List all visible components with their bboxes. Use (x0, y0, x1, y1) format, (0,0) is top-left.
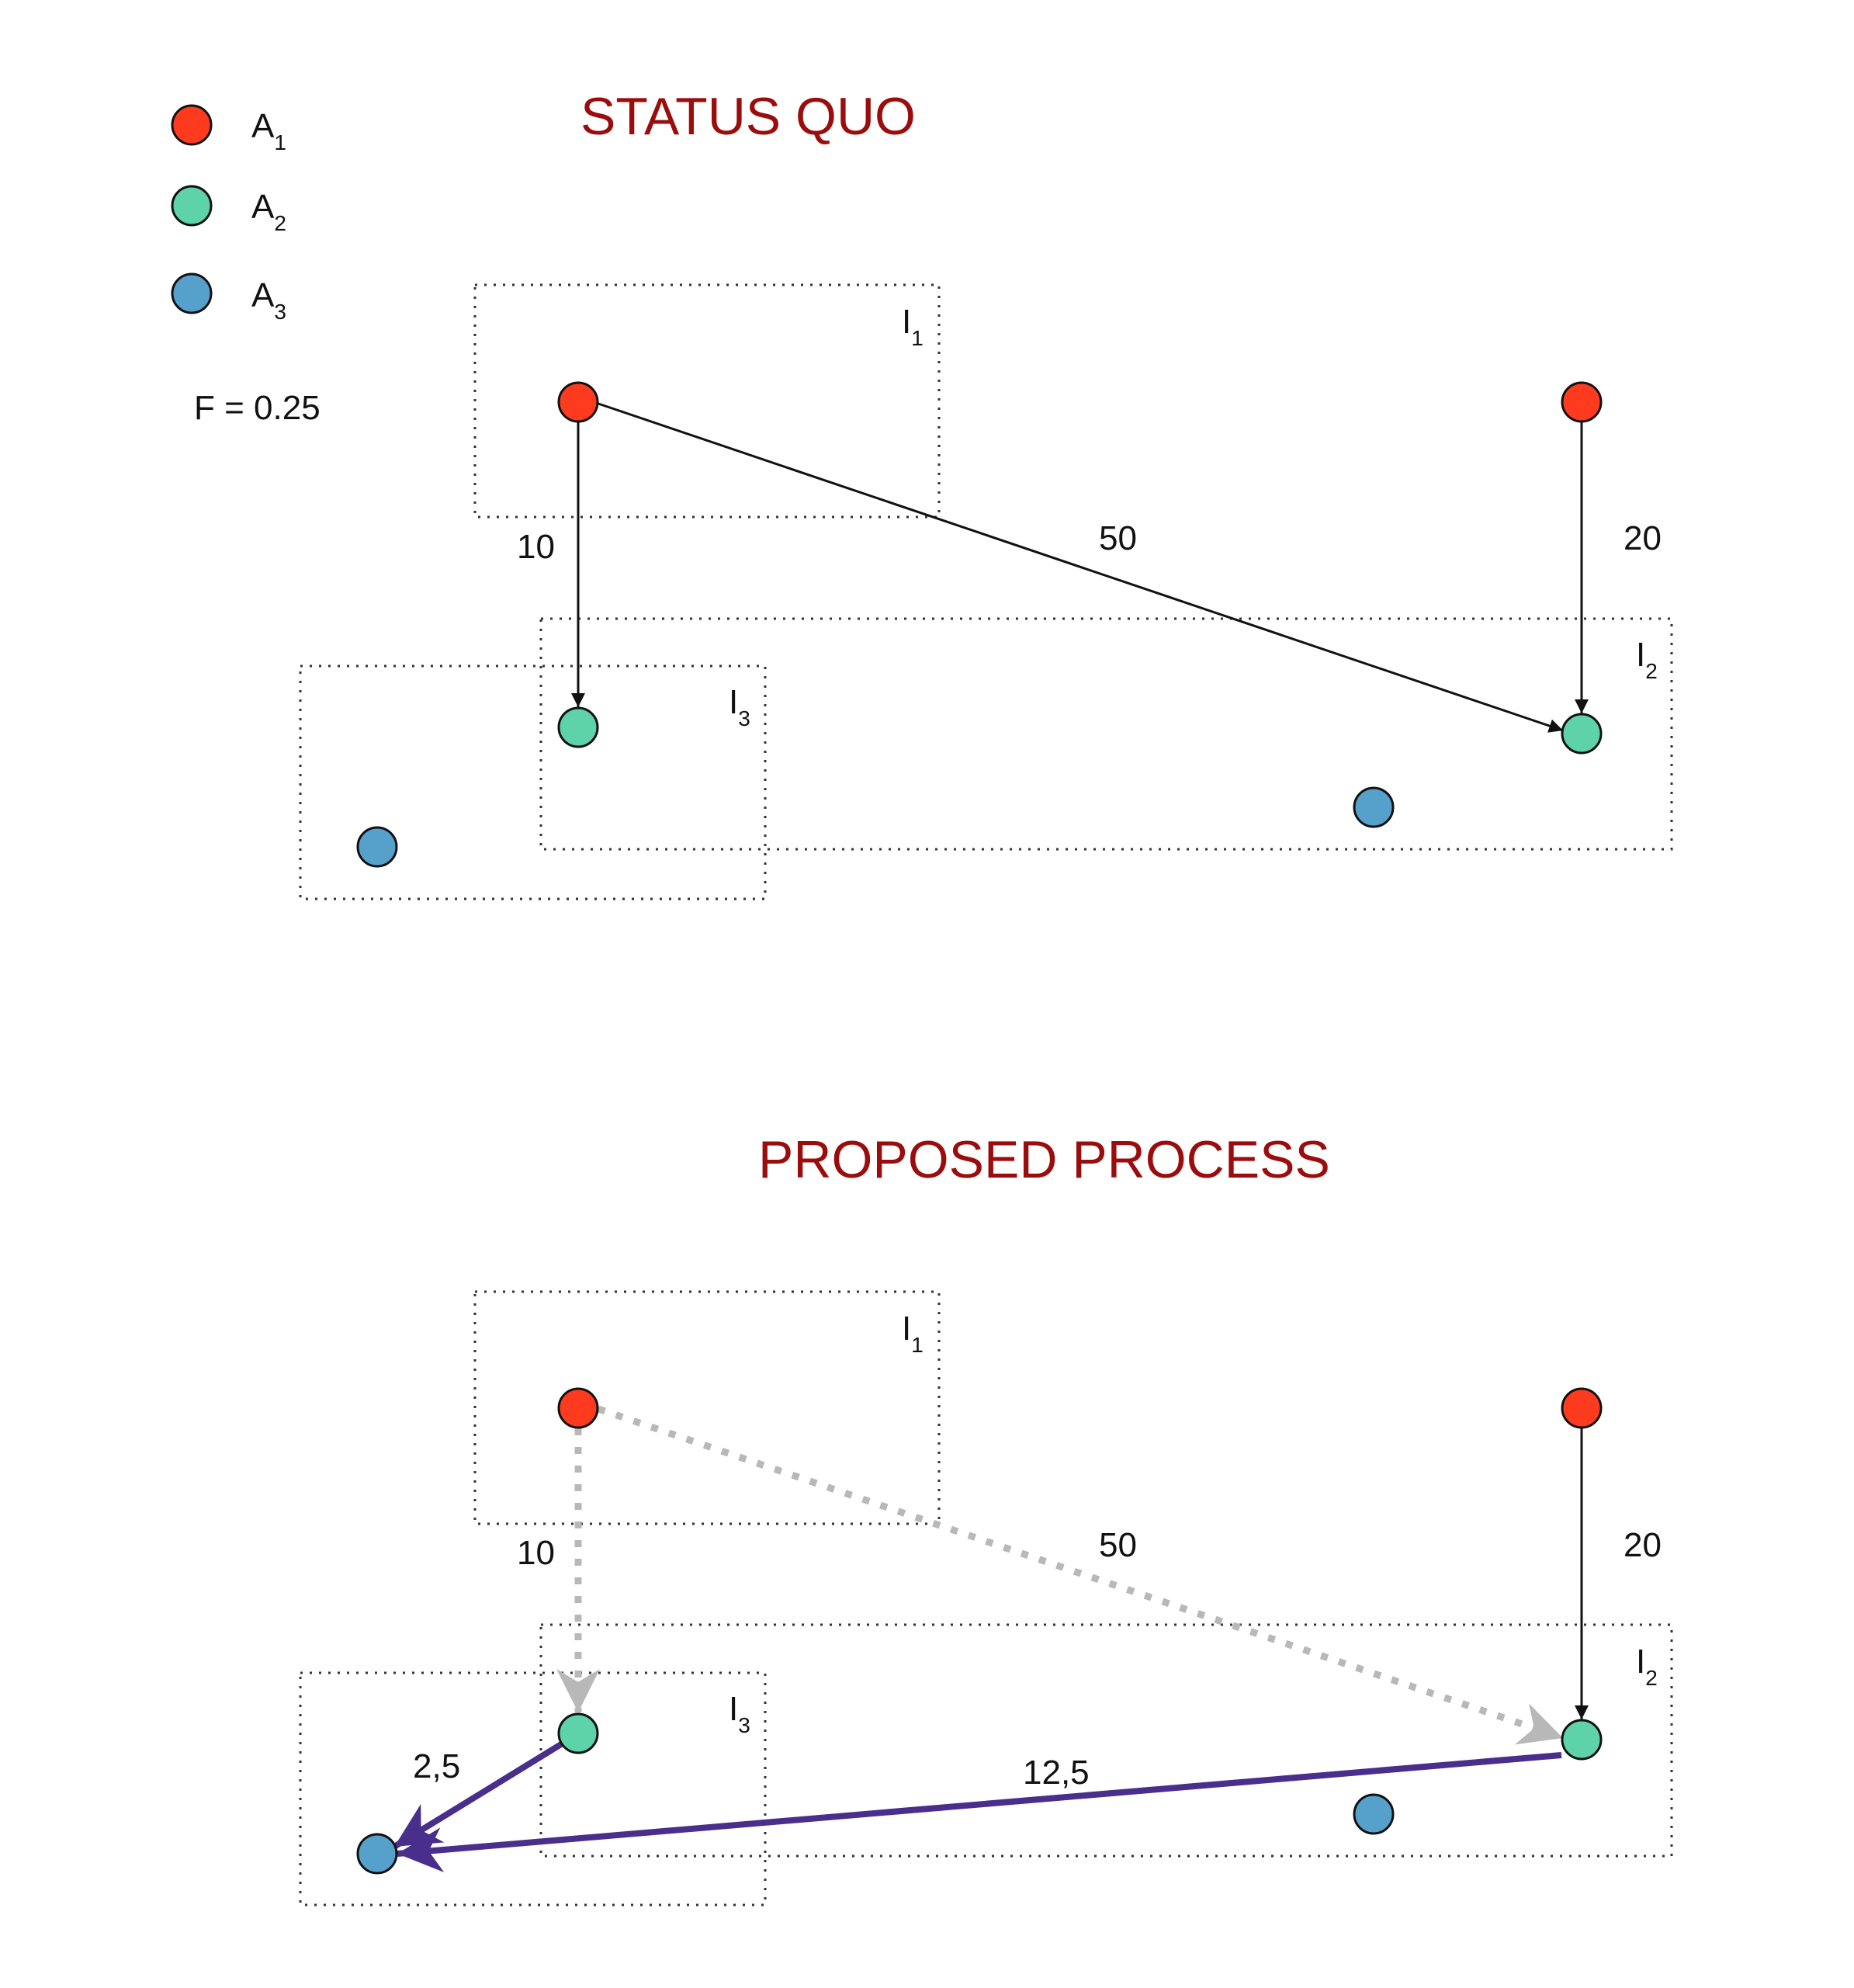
node-a3-i3 (356, 1833, 398, 1875)
region-i2 (539, 1623, 1673, 1858)
node-a1-right (1561, 1387, 1603, 1429)
legend-item-a2: A2 (171, 185, 286, 235)
node-a1-i1 (557, 1387, 599, 1429)
a3-swatch (171, 272, 213, 314)
a2-swatch (171, 185, 213, 227)
edge-12-5 (397, 1752, 1562, 1873)
region-label-i3: I3 (729, 683, 750, 730)
proposed-panel: PROPOSED PROCESS I1 I2 I3 10 50 20 2,5 1… (299, 1130, 1673, 1906)
edge-label-20: 20 (1624, 519, 1662, 557)
edge-50 (598, 402, 1564, 733)
edge-label-50: 50 (1099, 519, 1137, 557)
legend-label-a2: A2 (251, 188, 286, 235)
node-a2-i2 (1561, 1719, 1603, 1761)
legend-item-a3: A3 (171, 272, 286, 324)
region-label-i2: I2 (1636, 636, 1658, 683)
edge-label-20: 20 (1624, 1526, 1662, 1564)
edge-label-50: 50 (1099, 1526, 1137, 1564)
status-quo-panel: STATUS QUO I1 I2 I3 10 50 20 (299, 87, 1673, 900)
region-i1 (473, 283, 941, 519)
node-a3-i2 (1353, 786, 1395, 828)
edge-label-10: 10 (517, 528, 555, 566)
legend-item-a1: A1 (171, 104, 286, 154)
legend: A1 A2 A3 F = 0.25 (171, 104, 321, 427)
region-label-i3: I3 (729, 1690, 750, 1737)
edge-label-12-5: 12,5 (1023, 1754, 1090, 1792)
legend-label-a1: A1 (251, 107, 286, 154)
region-label-i1: I1 (902, 303, 924, 350)
edge-label-10: 10 (517, 1534, 555, 1572)
a1-swatch (171, 104, 213, 146)
node-a2-i3 (557, 1712, 599, 1754)
region-i1 (473, 1290, 941, 1525)
legend-label-a3: A3 (251, 276, 286, 324)
status-quo-title: STATUS QUO (580, 87, 916, 146)
node-a1-right (1561, 381, 1603, 423)
edge-label-2-5: 2,5 (413, 1747, 460, 1785)
factor-label: F = 0.25 (194, 389, 321, 427)
proposed-title: PROPOSED PROCESS (758, 1130, 1330, 1189)
region-i3 (299, 1671, 767, 1906)
region-i2 (539, 617, 1673, 851)
node-a2-i3 (557, 706, 599, 748)
edge-50-removed (597, 1405, 1565, 1745)
region-label-i2: I2 (1636, 1643, 1658, 1690)
node-a3-i3 (356, 826, 398, 868)
region-label-i1: I1 (902, 1310, 924, 1357)
node-a2-i2 (1561, 713, 1603, 755)
node-a3-i2 (1353, 1793, 1395, 1835)
node-a1-i1 (557, 381, 599, 423)
